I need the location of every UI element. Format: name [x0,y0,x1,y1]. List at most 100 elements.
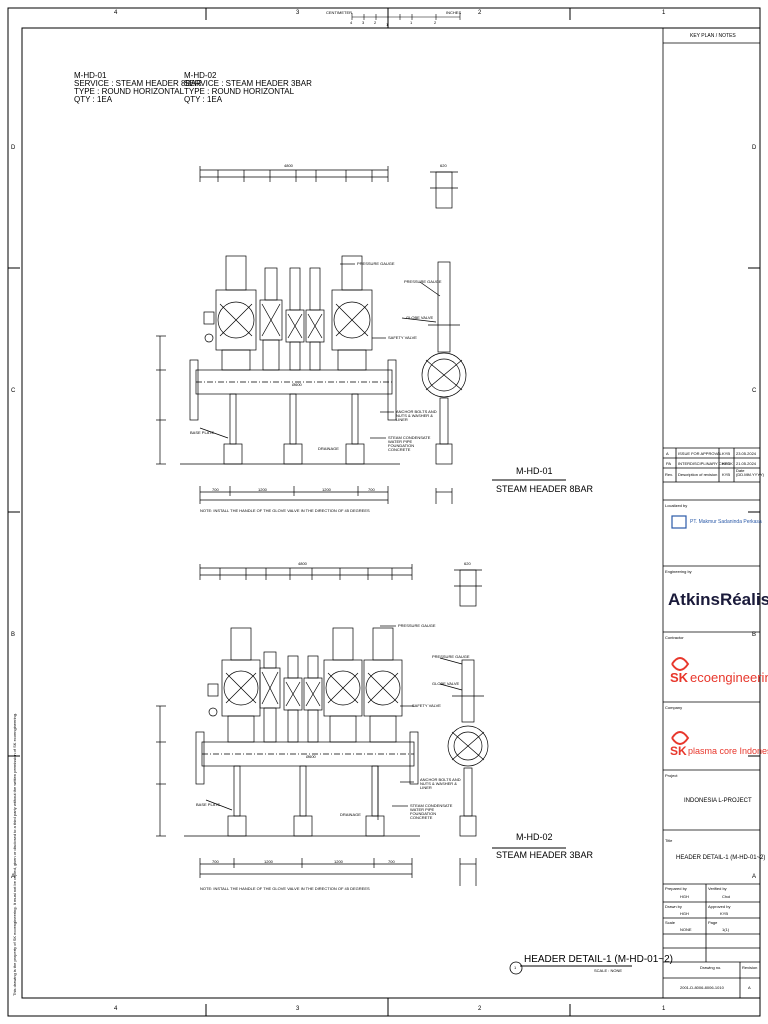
bottom-dim: 1200 [264,859,273,864]
approved-label: Approved by [708,904,731,909]
scale-mark: 2 [434,20,437,25]
equipment-type: TYPE : ROUND HORIZONTAL [184,87,295,96]
rev-header: Date (DD.MM.YYYY) [736,468,764,477]
view-2-linework [156,564,489,886]
view-note: NOTE: INSTALL THE HANDLE OF THE GLOVE VA… [200,886,370,891]
label-anchor: ANCHOR BOLTS AND NUTS & WASHER & LINER [396,409,437,422]
contractor-label: Contractor [665,635,684,640]
prepared-label: Prepared by [665,886,687,891]
drawn-value: HGH [680,911,689,916]
rev-by: KYB [722,461,731,466]
logo-makmur-graphic [671,515,687,529]
scale-label-cm: CENTIMETER [326,10,352,15]
view-tag: M-HD-01 [516,466,553,476]
project-name: INDONESIA L-PROJECT [684,798,752,804]
side-dim: 620 [440,163,447,168]
logo-sk-graphic-2 [671,731,690,745]
rev-date: 21.05.2024 [736,461,757,466]
page-value: 1(1) [722,927,730,932]
project-label: Project [665,773,678,778]
equipment-info-2: M-HD-02 SERVICE : STEAM HEADER 3BAR TYPE… [184,72,312,104]
label-anchor: ANCHOR BOLTS AND NUTS & WASHER & LINER [420,777,461,790]
rev-header: KYB [722,472,731,477]
col-label: 4 [114,1006,118,1012]
equipment-service: SERVICE : STEAM HEADER 8BAR [74,79,202,88]
row-label: C [11,388,16,394]
drawing-no-label: Drawing no. [700,965,722,970]
scale-mark: 2 [374,20,377,25]
engineering-label: Engineering by [665,569,692,574]
row-label: B [752,632,757,638]
bottom-dim: 1200 [258,487,267,492]
rev-by: KYB [722,451,731,456]
col-label: 2 [478,1006,482,1012]
engineering-logo: AtkinsRéalis [668,590,768,609]
row-label: C [752,388,757,394]
col-label: 4 [114,10,118,16]
col-label: 1 [662,10,666,16]
localized-label: Localized by [665,503,688,508]
label-drain: DRAINAGE [318,446,339,451]
label-foundation: STEAM CONDENSATE WATER PIPE FOUNDATION C… [410,803,453,820]
key-plan-label: KEY PLAN / NOTES [690,33,736,39]
label-safety-valve: SAFETY VALVE [388,335,417,340]
scale-label: Scale [665,920,676,925]
revision-value: A [748,985,751,990]
equipment-info-1: M-HD-01 SERVICE : STEAM HEADER 8BAR TYPE… [74,72,202,104]
overall-dim: 4800 [298,561,307,566]
logo-sk-graphic-1 [671,657,690,671]
label-globe-valve: GLOBE VALVE [406,315,434,320]
company-logo: plasma core Indonesia [688,746,768,756]
view-name: STEAM HEADER 3BAR [496,850,594,860]
rev-code: PA [666,461,672,466]
company-logo-prefix: SK [670,744,687,758]
scale-mark: 3 [362,20,365,25]
scale-mark: 1 [410,20,413,25]
localized-company: PT. Makmur Sadaninda Perkasa [690,519,762,525]
scale-value: NONE [680,927,692,932]
rev-date: 23.05.2024 [736,451,757,456]
label-pressure-gauge-side: PRESSURE GAUGE [432,654,470,659]
label-base: BASE PLATE [196,802,221,807]
equipment-qty: QTY : 1EA [74,95,113,104]
bottom-dim: 1200 [322,487,331,492]
company-label: Company [665,705,683,710]
equipment-qty: QTY : 1EA [184,95,223,104]
row-label: B [11,632,16,638]
scale-mark: 1 [386,22,389,27]
bottom-dim: 1200 [334,859,343,864]
rev-header: Description of revision [678,472,718,477]
label-pressure-gauge: PRESSURE GAUGE [398,623,436,628]
equipment-type: TYPE : ROUND HORIZONTAL [74,87,185,96]
label-pressure-gauge-side: PRESSURE GAUGE [404,279,442,284]
label-drain: DRAINAGE [340,812,361,817]
contractor-logo: ecoengineering [690,670,768,685]
verified-label: Verified by [708,886,727,891]
side-dim: 620 [464,561,471,566]
row-label: D [11,145,16,151]
label-diameter: Ø600 [292,382,302,387]
label-diameter: Ø600 [306,754,316,759]
scale-mark: 4 [350,20,353,25]
equipment-service: SERVICE : STEAM HEADER 3BAR [184,79,312,88]
approved-value: KYB [720,911,729,916]
col-label: 3 [296,10,300,16]
bottom-dim: 700 [212,487,219,492]
rev-header: Rev. [665,472,673,477]
col-label: 2 [478,10,482,16]
row-label: A [752,874,757,880]
view-name: STEAM HEADER 8BAR [496,484,594,494]
col-label: 1 [662,1006,666,1012]
side-note: This drawing is the property of SK ecoen… [12,712,17,996]
label-pressure-gauge: PRESSURE GAUGE [357,261,395,266]
rev-desc: ISSUE FOR APPROVAL [678,451,722,456]
label-base: BASE PLATE [190,430,215,435]
detail-bubble [509,961,523,975]
bottom-dim: 700 [388,859,395,864]
label-safety-valve: SAFETY VALVE [412,703,441,708]
page-label: Page [708,920,718,925]
detail-number: 1 [514,965,517,970]
view-note: NOTE: INSTALL THE HANDLE OF THE GLOVE VA… [200,508,370,513]
scale-label-inch: INCHES [446,10,462,15]
